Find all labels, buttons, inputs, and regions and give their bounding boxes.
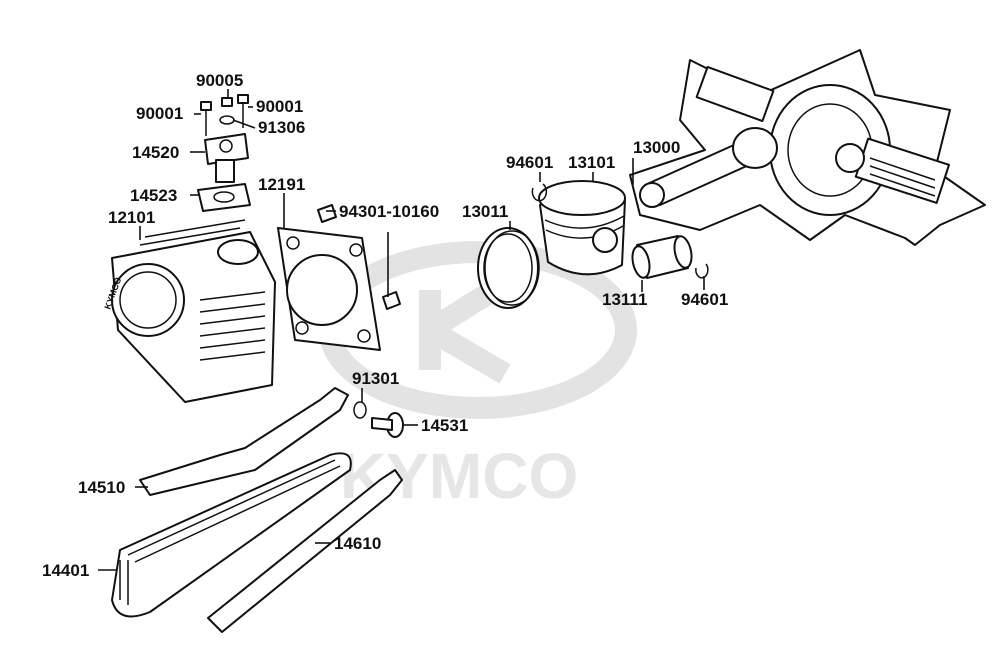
leader-lines — [98, 89, 705, 571]
callout-14520: 14520 — [132, 143, 179, 162]
callout-14523: 14523 — [130, 186, 177, 205]
callout-labels: 90005 90001 90001 91306 14520 14523 1219… — [42, 71, 728, 580]
callout-14610: 14610 — [334, 534, 381, 553]
cam-chain — [111, 452, 352, 618]
callout-12191: 12191 — [258, 175, 305, 194]
callout-94301-10160: 94301-10160 — [339, 202, 439, 221]
dowel-pin-lower — [382, 291, 401, 310]
tensioner-gasket — [197, 183, 251, 212]
callout-91301: 91301 — [352, 369, 399, 388]
callout-91306: 91306 — [258, 118, 305, 137]
callout-90001-right: 90001 — [256, 97, 303, 116]
callout-94601-top: 94601 — [506, 153, 553, 172]
piston-pin — [631, 235, 693, 279]
piston — [538, 180, 626, 276]
washer-91301 — [353, 401, 367, 419]
callout-94601-bottom: 94601 — [681, 290, 728, 309]
cylinder-block: KYMCO — [102, 219, 276, 403]
tensioner-cap-bolt — [219, 97, 235, 125]
callout-13011: 13011 — [462, 202, 508, 221]
callout-90005: 90005 — [196, 71, 243, 90]
circlip-bottom — [695, 263, 709, 279]
chain-tensioner-arm — [139, 387, 349, 496]
pivot-bolt-14531 — [371, 412, 404, 438]
callout-13000: 13000 — [633, 138, 680, 157]
cam-chain-tensioner — [204, 133, 249, 183]
callout-14401: 14401 — [42, 561, 89, 580]
callout-13111: 13111 — [602, 290, 647, 309]
callout-90001-left: 90001 — [136, 104, 183, 123]
callout-13101: 13101 — [568, 153, 615, 172]
tensioner-bolt-left — [200, 101, 212, 136]
callout-14510: 14510 — [78, 478, 125, 497]
cylinder-gasket — [277, 227, 381, 351]
callout-14531: 14531 — [421, 416, 468, 435]
dowel-pin-upper — [317, 204, 337, 223]
callout-12101: 12101 — [108, 208, 155, 227]
piston-ring-set — [477, 227, 540, 309]
circlip-top — [531, 183, 548, 202]
crankshaft-assembly — [629, 49, 986, 246]
chain-guide — [207, 469, 403, 633]
